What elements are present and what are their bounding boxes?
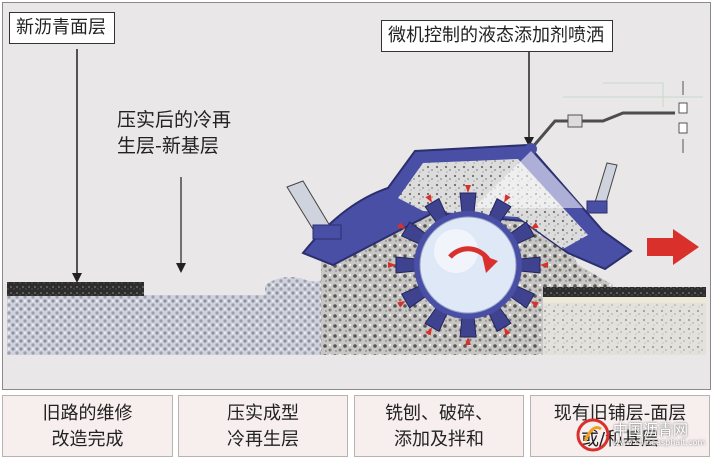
direction-arrow-icon (647, 229, 699, 265)
recycling-diagram (7, 45, 706, 355)
milling-drum (388, 185, 548, 345)
label-compacted-line2: 生层-新基层 (117, 135, 219, 157)
stage-box-milling: 铣刨、破碎、 添加及拌和 (354, 395, 524, 457)
stage-box-existing: 现有旧铺层-面层 或/和基层 (530, 395, 710, 457)
stage-line1: 现有旧铺层-面层 (553, 403, 687, 424)
stage-line2: 或/和基层 (580, 429, 660, 450)
stage-line2: 添加及拌和 (394, 429, 484, 450)
label-liquid-additive-spray: 微机控制的液态添加剂喷洒 (381, 20, 613, 52)
stage-line2: 改造完成 (51, 429, 124, 450)
diagram-panel: 新沥青面层 微机控制的液态添加剂喷洒 压实后的冷再 生层-新基层 (2, 2, 711, 390)
label-compacted-recycled-layer: 压实后的冷再 生层-新基层 (117, 107, 231, 159)
watermark: 中国沥青网 www.chinaasphalt.com (573, 417, 705, 453)
watermark-logo-icon (576, 418, 610, 452)
label-new-surface-layer: 新沥青面层 (9, 12, 115, 44)
watermark-url: www.chinaasphalt.com (613, 438, 706, 447)
stage-box-completed: 旧路的维修 改造完成 (2, 395, 173, 457)
stage-box-compacted: 压实成型 冷再生层 (178, 395, 348, 457)
stage-line1: 压实成型 (227, 403, 299, 424)
label-compacted-line1: 压实后的冷再 (117, 109, 232, 131)
stage-line1: 铣刨、破碎、 (385, 403, 493, 424)
watermark-text: 中国沥青网 (613, 421, 689, 439)
stage-line1: 旧路的维修 (42, 403, 133, 424)
process-stages: 旧路的维修 改造完成 压实成型 冷再生层 铣刨、破碎、 添加及拌和 现有旧铺层-… (0, 395, 713, 459)
stage-line2: 冷再生层 (227, 429, 299, 450)
